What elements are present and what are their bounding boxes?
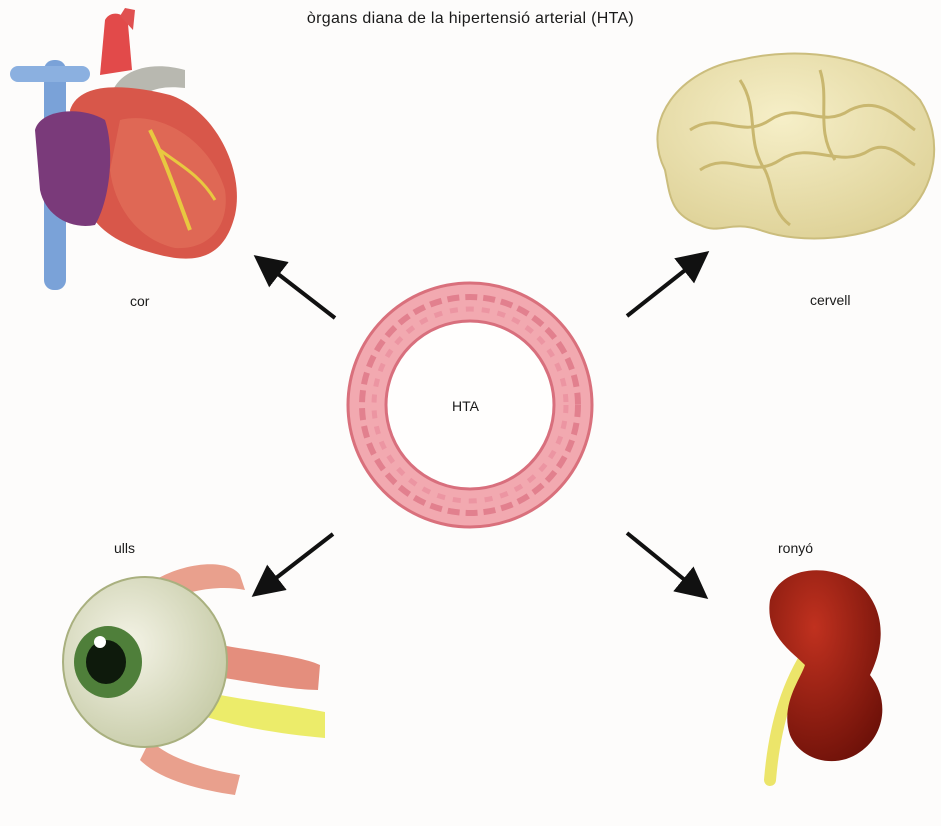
brain-illustration — [657, 53, 934, 238]
kidney-illustration — [769, 570, 882, 780]
arrow-to-eyes — [258, 534, 333, 592]
eyes-label: ulls — [114, 540, 135, 556]
arrow-to-heart — [260, 260, 335, 318]
arrow-to-kidney — [627, 533, 702, 594]
eye-illustration — [63, 564, 325, 795]
heart-label: cor — [130, 293, 149, 309]
center-label: HTA — [452, 398, 479, 414]
heart-illustration — [10, 8, 237, 290]
arrow-to-brain — [627, 256, 703, 316]
brain-label: cervell — [810, 292, 850, 308]
kidney-label: ronyó — [778, 540, 813, 556]
